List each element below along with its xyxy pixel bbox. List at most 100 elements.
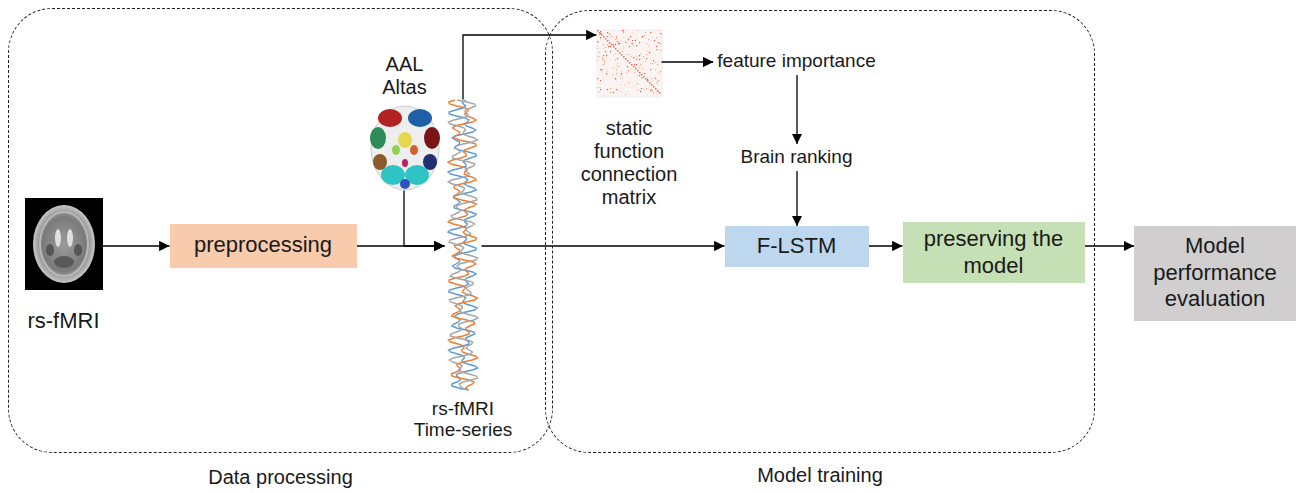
matrix-cell — [627, 91, 628, 92]
region-group: Model trainingstatic function connection… — [545, 10, 1095, 453]
matrix-cell — [653, 60, 654, 61]
matrix-cell — [640, 91, 641, 92]
matrix-cell — [612, 67, 613, 68]
matrix-cell — [645, 80, 646, 81]
mri-background — [25, 198, 103, 290]
matrix-cell — [629, 54, 630, 55]
matrix-cell — [642, 68, 643, 69]
atlas-outline — [371, 106, 439, 190]
atlas-region — [410, 145, 418, 155]
connector-arrow — [796, 171, 797, 226]
matrix-cell — [632, 43, 633, 44]
matrix-cell — [623, 32, 624, 33]
matrix-cell — [614, 68, 615, 69]
matrix-cell — [654, 77, 655, 78]
matrix-cell — [652, 95, 653, 96]
matrix-cell — [622, 81, 623, 82]
connector-arrow — [404, 191, 445, 247]
matrix-cell — [598, 34, 599, 35]
matrix-cell — [655, 77, 656, 78]
atlas-region — [424, 127, 440, 149]
matrix-cell — [634, 72, 635, 73]
matrix-cell — [618, 66, 619, 67]
connector-arrow — [869, 245, 903, 246]
matrix-cell — [643, 56, 644, 57]
matrix-cell — [642, 78, 643, 79]
matrix-cell — [640, 64, 641, 65]
matrix-cell — [623, 46, 624, 47]
matrix-cell — [645, 32, 646, 33]
matrix-cell — [599, 91, 600, 92]
matrix-cell — [629, 46, 630, 47]
mri-ventricle — [55, 229, 61, 247]
matrix-cell — [615, 78, 616, 79]
matrix-diagonal — [625, 58, 627, 60]
matrix-cell — [646, 95, 647, 96]
matrix-cell — [631, 54, 632, 55]
node-label: F-LSTM — [757, 233, 836, 259]
matrix-cell — [622, 30, 623, 31]
matrix-cell — [637, 89, 638, 90]
matrix-cell — [597, 41, 598, 42]
node-label: Brain ranking — [741, 146, 853, 169]
matrix-cell — [598, 91, 599, 92]
matrix-cell — [655, 88, 656, 89]
connector-arrow — [463, 35, 597, 100]
matrix-cell — [655, 55, 656, 56]
matrix-cell — [602, 58, 603, 59]
matrix-cell — [615, 42, 616, 43]
matrix-cell — [650, 32, 651, 33]
matrix-cell — [637, 56, 638, 57]
matrix-cell — [617, 67, 618, 68]
matrix-cell — [656, 37, 657, 38]
matrix-cell — [632, 82, 633, 83]
matrix-cell — [635, 56, 636, 57]
matrix-cell — [658, 80, 659, 81]
matrix-cell — [611, 42, 612, 43]
connection-matrix-image — [597, 30, 662, 97]
matrix-cell — [639, 67, 640, 68]
matrix-diagonal — [641, 74, 643, 76]
matrix-cell — [626, 72, 627, 73]
matrix-cell — [603, 55, 604, 56]
matrix-cell — [602, 59, 603, 60]
matrix-cell — [630, 68, 631, 69]
matrix-diagonal — [657, 90, 659, 92]
mri-image — [25, 198, 103, 290]
matrix-cell — [631, 43, 632, 44]
node-label: static function connection matrix — [576, 117, 682, 209]
matrix-cell — [611, 47, 612, 48]
matrix-cell — [603, 44, 604, 45]
node-label: AAL Altas — [365, 53, 445, 99]
matrix-cell — [608, 46, 609, 47]
matrix-cell — [640, 53, 641, 54]
matrix-cell — [647, 50, 648, 51]
matrix-cell — [616, 65, 617, 66]
matrix-cell — [597, 32, 598, 33]
matrix-cell — [611, 36, 612, 37]
matrix-cell — [620, 75, 621, 76]
matrix-cell — [627, 38, 628, 39]
matrix-cell — [606, 73, 607, 74]
matrix-cell — [648, 46, 649, 47]
matrix-cell — [599, 56, 600, 57]
matrix-diagonal — [607, 40, 609, 42]
matrix-cell — [618, 90, 619, 91]
matrix-cell — [601, 70, 602, 71]
matrix-cell — [621, 70, 622, 71]
atlas-region — [398, 132, 412, 148]
matrix-cell — [642, 68, 643, 69]
matrix-cell — [648, 39, 649, 40]
matrix-cell — [660, 50, 661, 51]
matrix-cell — [616, 89, 617, 90]
matrix-cell — [607, 74, 608, 75]
matrix-cell — [636, 59, 637, 60]
matrix-cell — [607, 89, 608, 90]
mri-region — [46, 244, 54, 256]
matrix-cell — [635, 40, 636, 41]
matrix-cell — [610, 46, 611, 47]
mri-cortex — [40, 212, 88, 276]
matrix-cell — [621, 92, 622, 93]
matrix-diagonal — [623, 56, 625, 58]
matrix-cell — [636, 75, 637, 76]
